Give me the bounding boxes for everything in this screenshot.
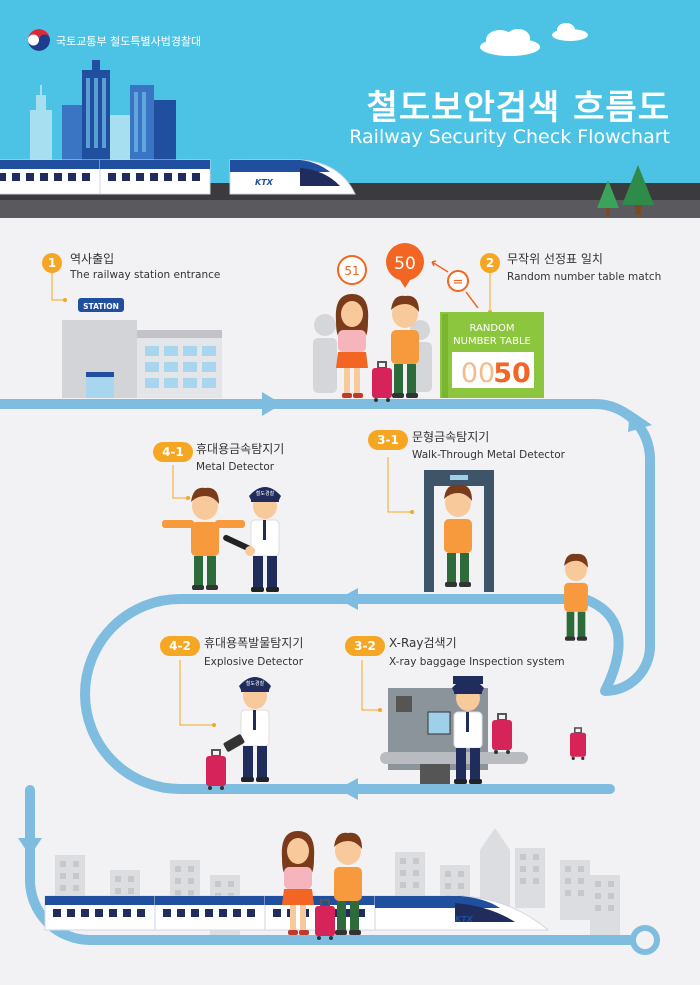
metal-detector-gate-icon: [424, 470, 494, 592]
step-3-1-subtitle: Walk-Through Metal Detector: [412, 449, 565, 461]
step-2-subtitle: Random number table match: [507, 271, 662, 283]
step-3-2-title: X-Ray검색기: [389, 636, 457, 650]
table-title-line2: NUMBER TABLE: [453, 336, 531, 347]
bubble-number-51: 51: [344, 264, 359, 278]
person-icon: [335, 294, 369, 398]
arrow-right-icon: [262, 392, 282, 416]
train-logo: KTX: [455, 915, 474, 924]
officer-icon: [248, 486, 282, 593]
suitcase-icon: [569, 727, 587, 761]
suitcase-icon: [314, 899, 336, 941]
step-badge-1: 1: [42, 253, 62, 273]
arrow-down-icon: [18, 838, 42, 856]
step-2-title: 무작위 선정표 일치: [507, 252, 603, 266]
suitcase-icon: [205, 749, 227, 791]
step-1-title: 역사출입: [70, 252, 115, 266]
step-4-2-title: 휴대용폭발물탐지기: [204, 636, 304, 650]
number-bubble: [386, 243, 424, 288]
ministry-emblem-icon: [28, 29, 50, 51]
step-4-1-subtitle: Metal Detector: [196, 461, 275, 473]
officer-cap-label: 철도경찰: [246, 680, 265, 687]
step-badge-2: 2: [480, 253, 500, 273]
cloud-icon: [480, 23, 588, 56]
tree-icon: [597, 165, 654, 216]
arrow-left-icon: [338, 588, 358, 610]
step-3-2-subtitle: X-ray baggage Inspection system: [389, 656, 565, 668]
arrow-left-icon: [338, 778, 358, 800]
suitcase-icon: [371, 361, 393, 403]
page-title-korean: 철도보안검색 흐름도: [366, 88, 670, 128]
step-4-2-subtitle: Explosive Detector: [204, 656, 304, 668]
step-badge-4-2: 4-2: [160, 636, 200, 656]
table-digits-faded: 00: [461, 358, 495, 389]
station-building: [62, 298, 222, 398]
person-icon: [564, 553, 588, 641]
step-badge-3-2: 3-2: [345, 636, 385, 656]
person-icon: [162, 487, 245, 590]
station-sign: STATION: [83, 302, 119, 311]
suitcase-icon: [491, 713, 513, 755]
flow-path: [0, 399, 655, 945]
number-bubble: [337, 255, 367, 285]
step-badge-3-1: 3-1: [368, 430, 408, 450]
equals-icon: [447, 270, 469, 292]
step-4-1-title: 휴대용금속탐지기: [196, 442, 285, 456]
page-title-english: Railway Security Check Flowchart: [349, 126, 670, 148]
step-1-subtitle: The railway station entrance: [70, 269, 221, 281]
train-icon: [44, 895, 550, 931]
step-badge-4-1: 4-1: [153, 442, 193, 462]
ministry-name: 국토교통부 철도특별사법경찰대: [56, 35, 202, 48]
train-logo: KTX: [255, 178, 274, 187]
person-icon: [444, 484, 472, 587]
officer-cap-label: 철도경찰: [256, 490, 275, 497]
bubble-number-50: 50: [394, 254, 416, 274]
table-title-line1: RANDOM: [469, 323, 514, 334]
person-icon: [391, 295, 419, 398]
officer-icon: [238, 676, 272, 783]
wand-icon: [223, 534, 255, 556]
train-icon: [0, 159, 356, 195]
flow-end-icon: [630, 925, 660, 955]
equals-sign: =: [453, 275, 464, 290]
table-digits-number: 50: [493, 358, 531, 389]
arrow-down-icon: [628, 410, 652, 432]
step-3-1-title: 문형금속탐지기: [412, 430, 490, 444]
